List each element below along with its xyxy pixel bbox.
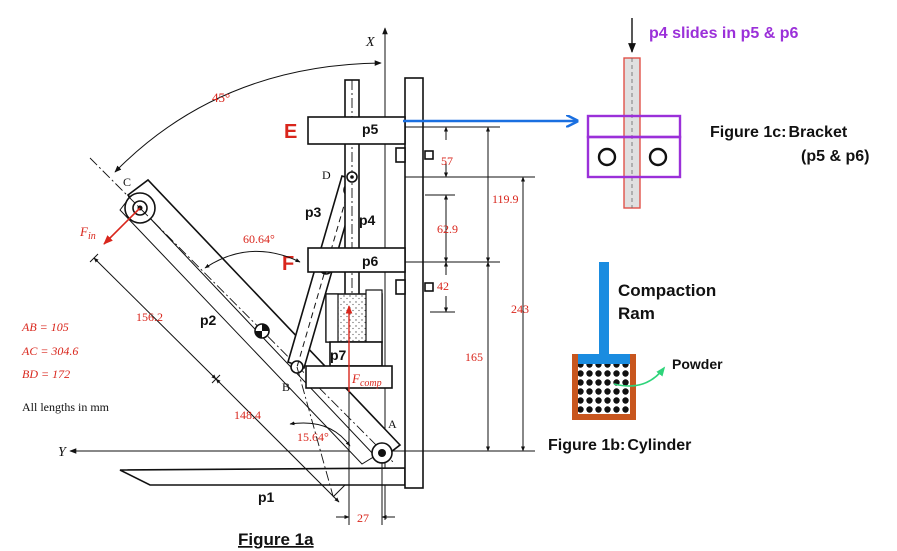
angle-45-arc	[114, 60, 382, 173]
bolt-upper	[424, 150, 434, 160]
part-p2-label: p2	[200, 312, 217, 328]
y-axis-label: Y	[58, 445, 68, 460]
ca-centerline	[89, 157, 396, 465]
dim-57-label: 57	[441, 154, 453, 168]
powder-pointer	[613, 366, 666, 387]
length-ac: AC = 304.6	[21, 344, 78, 358]
ram-rod	[599, 262, 609, 354]
point-d-label: D	[322, 168, 331, 182]
figure-1b: Compaction Ram Powder Figure 1b:Cylinder	[548, 262, 723, 454]
dim-62-label: 62.9	[437, 222, 458, 236]
vertical-frame	[404, 77, 424, 489]
bracket-body	[586, 135, 682, 179]
bracket-p6	[307, 247, 406, 273]
angle-15-label: 15.64°	[297, 430, 329, 444]
force-in-arrow	[103, 207, 141, 245]
x-axis-label: X	[365, 35, 375, 50]
length-bd: BD = 172	[22, 367, 70, 381]
point-a-label: A	[388, 417, 397, 431]
force-comp-label: Fcomp	[351, 371, 382, 389]
figure-1c-caption-2: (p5 & p6)	[801, 148, 869, 165]
angle-45-label: 45°	[212, 90, 230, 105]
label-f: F	[282, 253, 294, 275]
bolt-lower	[424, 282, 434, 292]
label-e: E	[284, 121, 297, 143]
figure-1c-caption: Figure 1c:Bracket	[710, 124, 848, 141]
units-note: All lengths in mm	[22, 400, 110, 414]
dim-156-label: 156.2	[136, 310, 163, 324]
figure-1a-caption: Figure 1a	[238, 530, 314, 549]
bracket-hole-right	[648, 147, 668, 167]
bracket-p5	[307, 116, 406, 145]
part-p6-label: p6	[362, 253, 379, 269]
clamp-upper	[395, 147, 406, 163]
dim-42-label: 42	[437, 279, 449, 293]
part-p7	[329, 341, 383, 367]
part-p5-label: p5	[362, 121, 379, 137]
figure-1b-caption: Figure 1b:Cylinder	[548, 437, 691, 454]
dim-119-label: 119.9	[492, 192, 519, 206]
figure-1a: X Y 45°	[21, 27, 576, 549]
part-p1-label: p1	[258, 489, 275, 505]
dim-148-line	[215, 378, 340, 503]
joint-a-inner	[378, 449, 386, 457]
clamp-lower	[395, 279, 406, 295]
point-b-label: B	[282, 380, 290, 394]
dim-156-line	[93, 257, 217, 380]
ram-head	[578, 354, 630, 364]
figure-1c: p4 slides in p5 & p6 Figure 1c:Bracket (…	[586, 18, 869, 209]
bracket-hole-left	[597, 147, 617, 167]
base-plate-p1	[119, 467, 406, 486]
slides-note: p4 slides in p5 & p6	[649, 25, 798, 42]
angle-60-label: 60.64°	[243, 232, 275, 246]
powder-fill	[578, 364, 630, 414]
part-p3-label: p3	[305, 204, 322, 220]
dim-27-label: 27	[357, 511, 369, 525]
point-c-label: C	[123, 175, 131, 189]
part-p4-label: p4	[359, 212, 376, 228]
powder-label: Powder	[672, 356, 723, 372]
ram-label-1: Compaction	[618, 281, 716, 300]
dim-148-label: 148.4	[234, 408, 261, 422]
ram-label-2: Ram	[618, 304, 655, 323]
force-in-label: Fin	[79, 224, 96, 242]
length-ab: AB = 105	[21, 320, 69, 334]
dim-243-label: 243	[511, 302, 529, 316]
dim-165-label: 165	[465, 350, 483, 364]
part-p7-label: p7	[330, 347, 347, 363]
